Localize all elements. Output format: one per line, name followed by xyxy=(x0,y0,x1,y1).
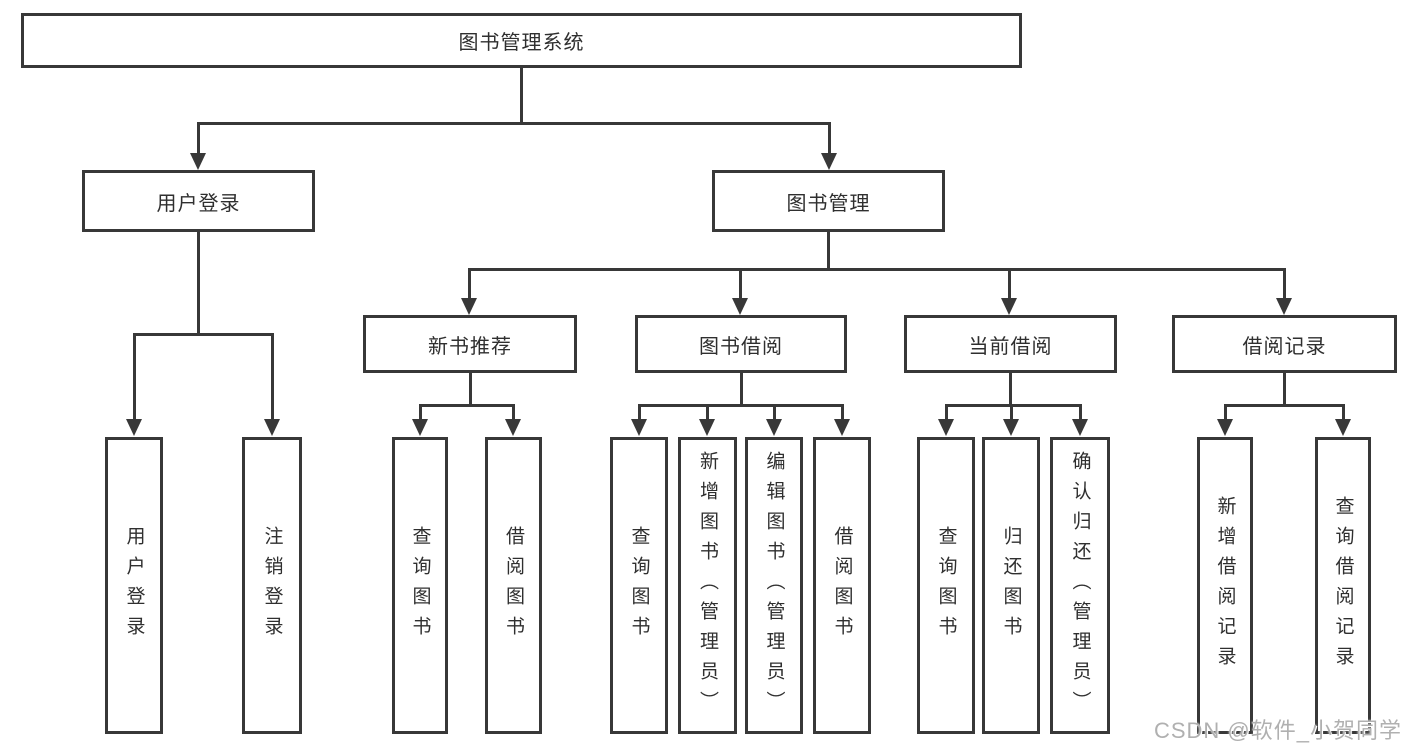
arrow-cb-query xyxy=(938,419,954,436)
arrow-leaf-login xyxy=(126,419,142,436)
arrow-nb-query xyxy=(412,419,428,436)
connector-drop-leaf-logout xyxy=(271,333,274,421)
connector-bookmgmt-stem xyxy=(827,232,830,271)
node-label: 新书推荐 xyxy=(428,335,512,358)
connector-bookmgmt-rail xyxy=(468,268,1286,271)
leaf-label: 用户登录 xyxy=(123,525,145,646)
connector-drop-new-book xyxy=(468,268,471,299)
arrow-book-mgmt xyxy=(821,153,837,170)
leaf-label: 新增借阅记录 xyxy=(1214,495,1236,676)
leaf-label: 查询图书 xyxy=(628,525,650,646)
connector-drop-bb-add xyxy=(706,404,709,422)
connector-drop-rec-query xyxy=(1342,404,1345,422)
leaf-label: 归还图书 xyxy=(1000,525,1022,646)
connector-current-rail xyxy=(945,404,1082,407)
node-label: 用户登录 xyxy=(156,192,241,215)
arrow-nb-borrow xyxy=(505,419,521,436)
leaf-query-borrow-record: 查询借阅记录 xyxy=(1315,437,1371,734)
arrow-user-login xyxy=(190,153,206,170)
connector-drop-bb-borrow xyxy=(841,404,844,422)
arrow-cb-confirm xyxy=(1072,419,1088,436)
leaf-label: 借阅图书 xyxy=(503,525,524,646)
arrow-cb-return xyxy=(1003,419,1019,436)
arrow-rec-query xyxy=(1335,419,1351,436)
node-library-management-system: 图书管理系统 xyxy=(21,13,1022,68)
leaf-borrow-books-newbook: 借阅图书 xyxy=(485,437,542,734)
connector-drop-borrow-records xyxy=(1283,268,1286,299)
connector-newbook-stem xyxy=(469,373,472,407)
connector-bookborrow-rail xyxy=(638,404,844,407)
leaf-return-books: 归还图书 xyxy=(982,437,1040,734)
arrow-new-book xyxy=(461,298,477,315)
connector-bookborrow-stem xyxy=(740,373,743,407)
node-user-login: 用户登录 xyxy=(82,170,315,232)
arrow-borrow-records xyxy=(1276,298,1292,315)
connector-root-rail xyxy=(197,122,831,125)
connector-records-stem xyxy=(1283,373,1286,407)
leaf-confirm-return-admin: 确认归还（管理员） xyxy=(1050,437,1110,734)
leaf-logout: 注销登录 xyxy=(242,437,302,734)
node-label: 借阅记录 xyxy=(1242,335,1327,358)
connector-drop-book-mgmt xyxy=(828,122,831,155)
arrow-rec-add xyxy=(1217,419,1233,436)
node-borrowing-records: 借阅记录 xyxy=(1172,315,1397,373)
leaf-query-books-current: 查询图书 xyxy=(917,437,975,734)
leaf-label: 查询借阅记录 xyxy=(1332,495,1354,676)
connector-drop-nb-query xyxy=(419,404,422,422)
connector-drop-cb-query xyxy=(945,404,948,422)
leaf-label: 借阅图书 xyxy=(831,525,853,646)
connector-drop-rec-add xyxy=(1224,404,1227,422)
connector-userlogin-rail xyxy=(133,333,274,336)
node-label: 图书借阅 xyxy=(699,335,783,358)
node-book-borrowing: 图书借阅 xyxy=(635,315,847,373)
leaf-label: 查询图书 xyxy=(935,525,957,646)
leaf-label: 新增图书（管理员） xyxy=(697,450,718,721)
connector-drop-cb-return xyxy=(1010,404,1013,422)
leaf-label: 确认归还（管理员） xyxy=(1069,450,1091,721)
connector-drop-bb-query xyxy=(638,404,641,422)
arrow-leaf-logout xyxy=(264,419,280,436)
arrow-bb-add xyxy=(699,419,715,436)
node-book-management: 图书管理 xyxy=(712,170,945,232)
node-new-book-recommend: 新书推荐 xyxy=(363,315,577,373)
leaf-add-book-admin: 新增图书（管理员） xyxy=(678,437,737,734)
node-label: 图书管理系统 xyxy=(458,32,585,54)
leaf-borrow-books-borrow: 借阅图书 xyxy=(813,437,871,734)
leaf-query-books-borrow: 查询图书 xyxy=(610,437,668,734)
connector-drop-bb-edit xyxy=(773,404,776,422)
connector-root-stem xyxy=(520,66,523,122)
arrow-bb-edit xyxy=(766,419,782,436)
node-current-borrowing: 当前借阅 xyxy=(904,315,1117,373)
connector-drop-user-login xyxy=(197,122,200,155)
connector-newbook-rail xyxy=(419,404,515,407)
arrow-book-borrow xyxy=(732,298,748,315)
node-label: 图书管理 xyxy=(786,192,871,215)
arrow-bb-borrow xyxy=(834,419,850,436)
connector-drop-cb-confirm xyxy=(1079,404,1082,422)
connector-records-rail xyxy=(1224,404,1345,407)
connector-current-stem xyxy=(1009,373,1012,407)
leaf-label: 查询图书 xyxy=(409,525,431,646)
leaf-user-login: 用户登录 xyxy=(105,437,163,734)
connector-drop-leaf-login xyxy=(133,333,136,421)
arrow-current-borrow xyxy=(1001,298,1017,315)
leaf-add-borrow-record: 新增借阅记录 xyxy=(1197,437,1253,734)
node-label: 当前借阅 xyxy=(968,335,1053,358)
leaf-label: 编辑图书（管理员） xyxy=(763,450,785,721)
connector-drop-nb-borrow xyxy=(512,404,515,422)
connector-userlogin-stem xyxy=(197,232,200,336)
connector-drop-current-borrow xyxy=(1008,268,1011,299)
leaf-query-books-newbook: 查询图书 xyxy=(392,437,448,734)
arrow-bb-query xyxy=(631,419,647,436)
leaf-edit-book-admin: 编辑图书（管理员） xyxy=(745,437,803,734)
connector-drop-book-borrow xyxy=(739,268,742,299)
leaf-label: 注销登录 xyxy=(261,525,283,646)
